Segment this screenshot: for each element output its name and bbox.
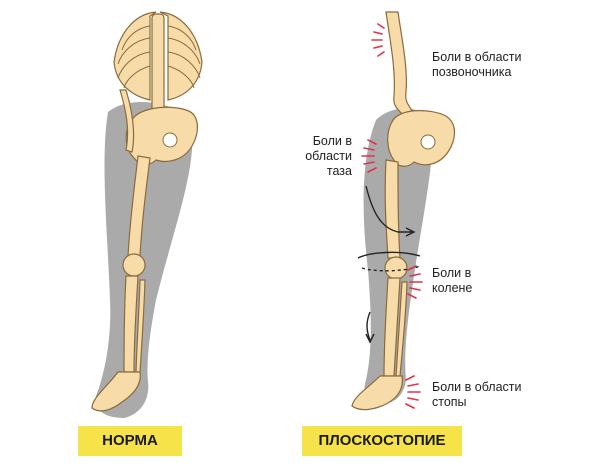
annotation-pelvis-line3: таза (326, 164, 352, 178)
flatfoot-pelvis (387, 110, 456, 167)
label-flatfoot: ПЛОСКОСТОПИЕ (302, 426, 462, 456)
pain-marker-pelvis (361, 139, 377, 173)
pain-marker-foot (405, 375, 421, 409)
flatfoot-spine (385, 11, 417, 121)
rotation-arrows (357, 185, 421, 344)
normal-spine (151, 13, 165, 115)
normal-foot (91, 371, 141, 412)
annotation-pelvis-line2: области (305, 149, 352, 163)
normal-arm (119, 89, 135, 153)
annotation-knee-pain: Боли в колене (432, 266, 472, 296)
normal-figure (91, 11, 203, 418)
annotation-pelvis-line1: Боли в (312, 134, 352, 148)
annotation-pelvis-pain: Боли в области таза (276, 134, 352, 179)
flatfoot-knee (384, 256, 408, 280)
annotation-knee-line1: Боли в (432, 266, 472, 280)
annotation-spine-line1: Боли в области (432, 50, 522, 64)
annotation-knee-line2: колене (432, 281, 473, 295)
flatfoot-pelvis-hole (420, 134, 436, 150)
annotation-foot-line1: Боли в области (432, 380, 522, 394)
annotation-spine-pain: Боли в области позвоночника (432, 50, 522, 80)
flatfoot-figure (351, 11, 456, 411)
normal-pelvis-hole (162, 132, 178, 148)
flatfoot-foot (351, 375, 403, 411)
normal-rib-lines (117, 25, 201, 89)
annotation-spine-line2: позвоночника (432, 65, 512, 79)
flatfoot-femur (384, 159, 401, 259)
annotation-foot-pain: Боли в области стопы (432, 380, 522, 410)
annotation-foot-line2: стопы (432, 395, 467, 409)
label-normal: НОРМА (78, 426, 182, 456)
pain-marker-spine (371, 23, 385, 57)
normal-knee (122, 253, 146, 277)
pain-marker-knee (407, 265, 423, 299)
normal-pelvis (125, 106, 198, 165)
